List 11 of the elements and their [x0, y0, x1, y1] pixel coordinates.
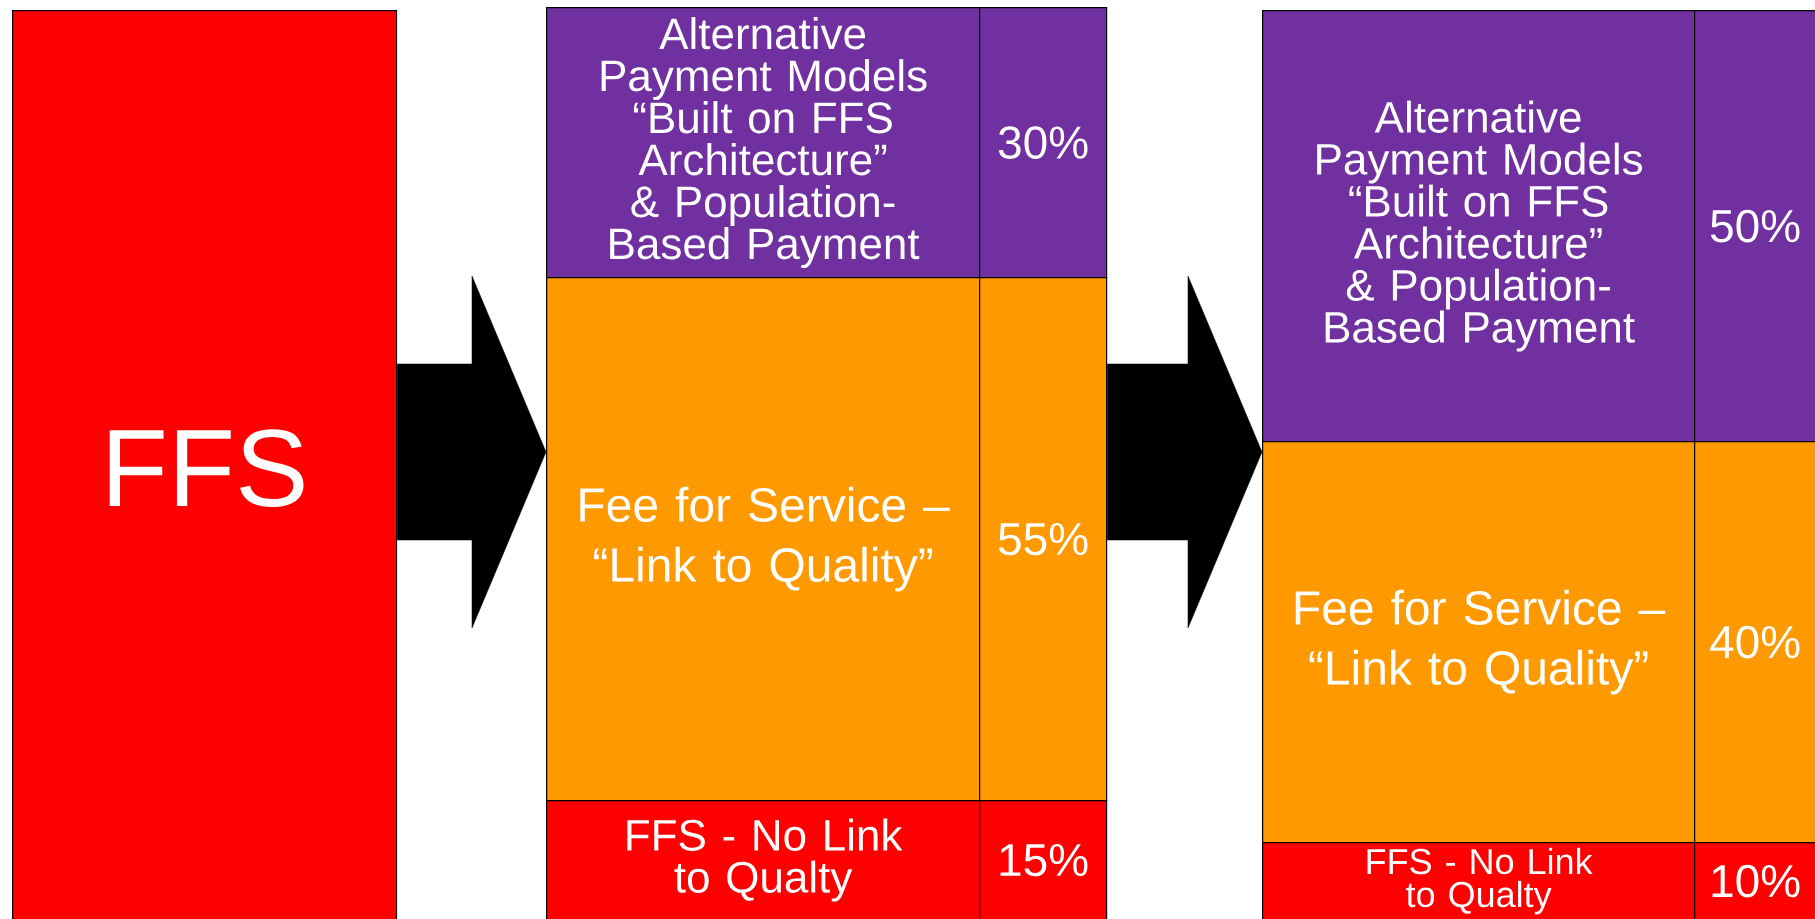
block-arrow	[1106, 275, 1263, 629]
percentage-cell: 10%	[1694, 842, 1815, 919]
node-label: FFS - No Link to Qualty	[1367, 847, 1593, 915]
percentage-cell: 50%	[1694, 10, 1815, 443]
percentage-cell: 15%	[979, 800, 1108, 919]
percentage-cell: 55%	[979, 277, 1108, 802]
payment-block: FFS	[12, 10, 398, 919]
percentage-cell: 30%	[979, 7, 1108, 279]
percentage-cell: 40%	[1694, 441, 1815, 844]
block-arrow	[396, 275, 547, 629]
node-label: FFS - No Link to Qualty	[627, 818, 903, 902]
